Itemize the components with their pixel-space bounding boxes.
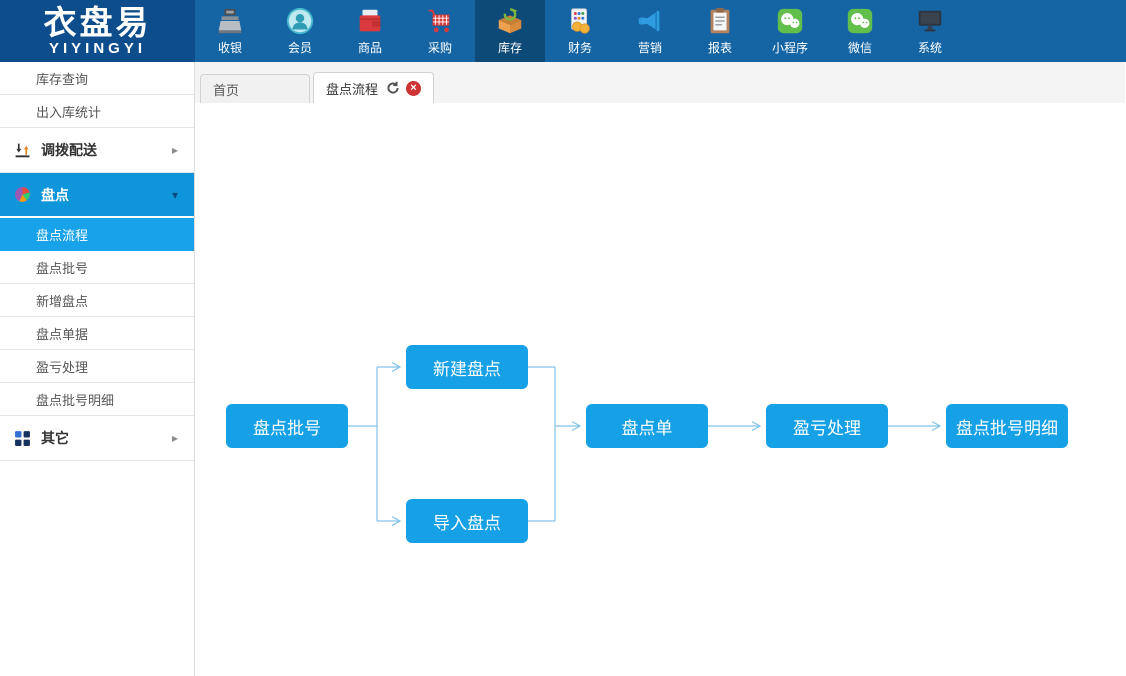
nav-item-inventory[interactable]: 库存 [475,0,545,62]
nav-label: 系统 [917,41,942,55]
nav-label: 收银 [217,41,242,55]
nav-label: 会员 [287,41,312,55]
nav-item-system[interactable]: 系统 [895,0,965,62]
refresh-icon[interactable] [386,81,400,95]
sidebar-item-label: 盘点批号 [36,260,89,276]
sidebar-item-label: 新增盘点 [36,293,89,309]
nav-item-member[interactable]: 会员 [265,0,335,62]
nav-item-miniprogram[interactable]: 小程序 [755,0,825,62]
sidebar-item-stocktake-flow[interactable]: 盘点流程 [0,218,194,251]
sidebar-item-batch-detail[interactable]: 盘点批号明细 [0,383,194,416]
chevron-right-icon: ▸ [171,143,178,157]
sidebar: 库存查询 出入库统计 调拨配送 ▸ 盘点 ▾ 盘点流程 盘点批号 [0,62,195,676]
flow-node-new-stocktake[interactable]: 新建盘点 [406,345,528,389]
marketing-megaphone-icon [635,6,665,36]
tab-stocktake-flow[interactable]: 盘点流程 × [313,72,435,103]
nav-item-cashier[interactable]: 收银 [195,0,265,62]
nav-item-wechat[interactable]: 微信 [825,0,895,62]
nav-item-report[interactable]: 报表 [685,0,755,62]
sidebar-section-transfer[interactable]: 调拨配送 ▸ [0,128,194,173]
flow-connectors [348,103,1125,676]
sidebar-section-label: 盘点 [41,186,69,203]
flowchart-canvas: 盘点批号 新建盘点 导入盘点 盘点单 盈亏处理 盘点批号明细 [195,103,1125,676]
tab-label: 首页 [213,82,240,98]
sidebar-section-label: 其它 [41,430,69,446]
logo-subtitle: YIYINGYI [48,40,147,57]
nav-label: 小程序 [771,41,808,55]
flow-node-import-stocktake[interactable]: 导入盘点 [406,499,528,543]
report-clipboard-icon [705,6,735,36]
member-icon [285,6,315,36]
sidebar-item-stocktake-batch[interactable]: 盘点批号 [0,251,194,284]
sidebar-item-label: 出入库统计 [36,104,102,120]
chevron-right-icon: ▸ [171,431,178,445]
transfer-arrows-icon [14,142,31,159]
tab-bar: 首页 盘点流程 × [195,62,1125,103]
finance-abacus-icon [565,6,595,36]
product-icon [355,6,385,36]
pie-chart-icon [14,186,31,203]
sidebar-item-stocktake-docs[interactable]: 盘点单据 [0,317,194,350]
sidebar-item-profit-loss[interactable]: 盈亏处理 [0,350,194,383]
nav-label: 商品 [357,41,382,55]
nav-item-product[interactable]: 商品 [335,0,405,62]
content-area: 首页 盘点流程 × [195,62,1125,676]
nav-item-purchase[interactable]: 采购 [405,0,475,62]
nav-label: 报表 [707,41,732,55]
sidebar-item-label: 盘点流程 [36,227,89,243]
nav-label: 库存 [497,41,522,55]
miniprogram-icon [775,6,805,36]
grid-icon [14,430,31,447]
flow-node-stocktake-doc[interactable]: 盘点单 [586,404,708,448]
logo-title: 衣盘易 [43,4,152,41]
nav-label: 微信 [847,41,872,55]
sidebar-section-stocktake[interactable]: 盘点 ▾ [0,173,194,218]
inventory-box-icon [495,6,525,36]
tab-label: 盘点流程 [326,81,379,97]
chevron-down-icon: ▾ [171,187,178,202]
tab-home[interactable]: 首页 [200,74,310,103]
flow-node-batch-detail[interactable]: 盘点批号明细 [946,404,1068,448]
close-icon[interactable]: × [406,80,422,96]
cash-register-icon [215,6,245,36]
nav-label: 营销 [637,41,662,55]
sidebar-section-other[interactable]: 其它 ▸ [0,416,194,461]
sidebar-item-inout-stats[interactable]: 出入库统计 [0,95,194,128]
app-logo: 衣盘易 YIYINGYI [0,0,195,62]
flow-node-stocktake-batch[interactable]: 盘点批号 [226,404,348,448]
sidebar-item-label: 库存查询 [36,71,89,87]
system-monitor-icon [915,6,945,36]
nav-item-finance[interactable]: 财务 [545,0,615,62]
sidebar-item-label: 盈亏处理 [36,359,89,375]
flow-node-profit-loss[interactable]: 盈亏处理 [766,404,888,448]
purchase-cart-icon [425,6,455,36]
nav-label: 采购 [427,41,452,55]
wechat-icon [845,6,875,36]
top-bar: 衣盘易 YIYINGYI 收银 会员 商品 采购 库存 [0,0,1126,62]
top-nav: 收银 会员 商品 采购 库存 财务 [195,0,965,62]
sidebar-item-label: 盘点批号明细 [36,392,115,408]
sidebar-section-label: 调拨配送 [41,142,97,158]
nav-item-marketing[interactable]: 营销 [615,0,685,62]
nav-label: 财务 [567,41,592,55]
sidebar-item-label: 盘点单据 [36,326,89,342]
sidebar-item-inventory-query[interactable]: 库存查询 [0,62,194,95]
sidebar-item-new-stocktake[interactable]: 新增盘点 [0,284,194,317]
